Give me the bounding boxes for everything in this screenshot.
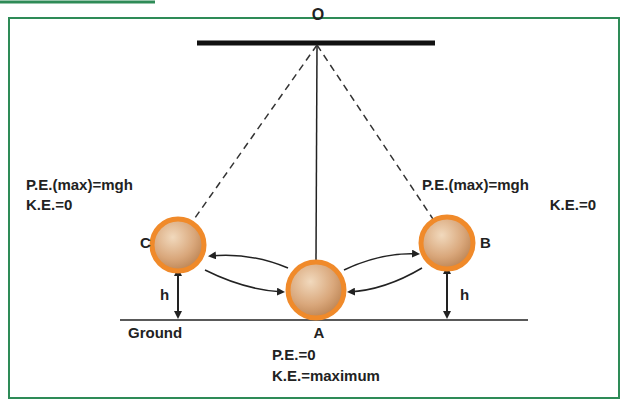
height-arrow — [446, 272, 448, 317]
height-arrow — [177, 274, 179, 317]
frame-tab — [0, 1, 155, 4]
point-label: A — [314, 324, 325, 342]
ground-label: Ground — [128, 324, 182, 342]
pendulum-bob — [421, 217, 473, 269]
energy-label: K.E.=maximum — [272, 367, 380, 385]
motion-arrow — [205, 270, 283, 292]
pendulum-bob — [288, 262, 344, 318]
energy-label: P.E.(max)=mgh — [26, 176, 133, 194]
pivot-label: O — [312, 6, 324, 24]
motion-arrow — [349, 268, 422, 292]
height-label: h — [160, 286, 169, 304]
energy-label: P.E.=0 — [272, 346, 316, 364]
point-label: B — [480, 234, 491, 252]
height-label: h — [460, 286, 469, 304]
motion-arrow — [344, 254, 418, 270]
dashed-string — [317, 45, 435, 222]
motion-arrow — [210, 255, 288, 268]
pendulum-string — [316, 45, 317, 262]
point-label: C — [140, 234, 151, 252]
dashed-string — [190, 45, 317, 225]
ground-line — [120, 319, 528, 321]
frame-border — [9, 18, 619, 398]
pendulum-bob — [152, 219, 204, 271]
energy-label: K.E.=0 — [26, 196, 72, 214]
energy-label: K.E.=0 — [550, 196, 596, 214]
energy-label: P.E.(max)=mgh — [422, 176, 529, 194]
ceiling-bar — [197, 41, 435, 46]
